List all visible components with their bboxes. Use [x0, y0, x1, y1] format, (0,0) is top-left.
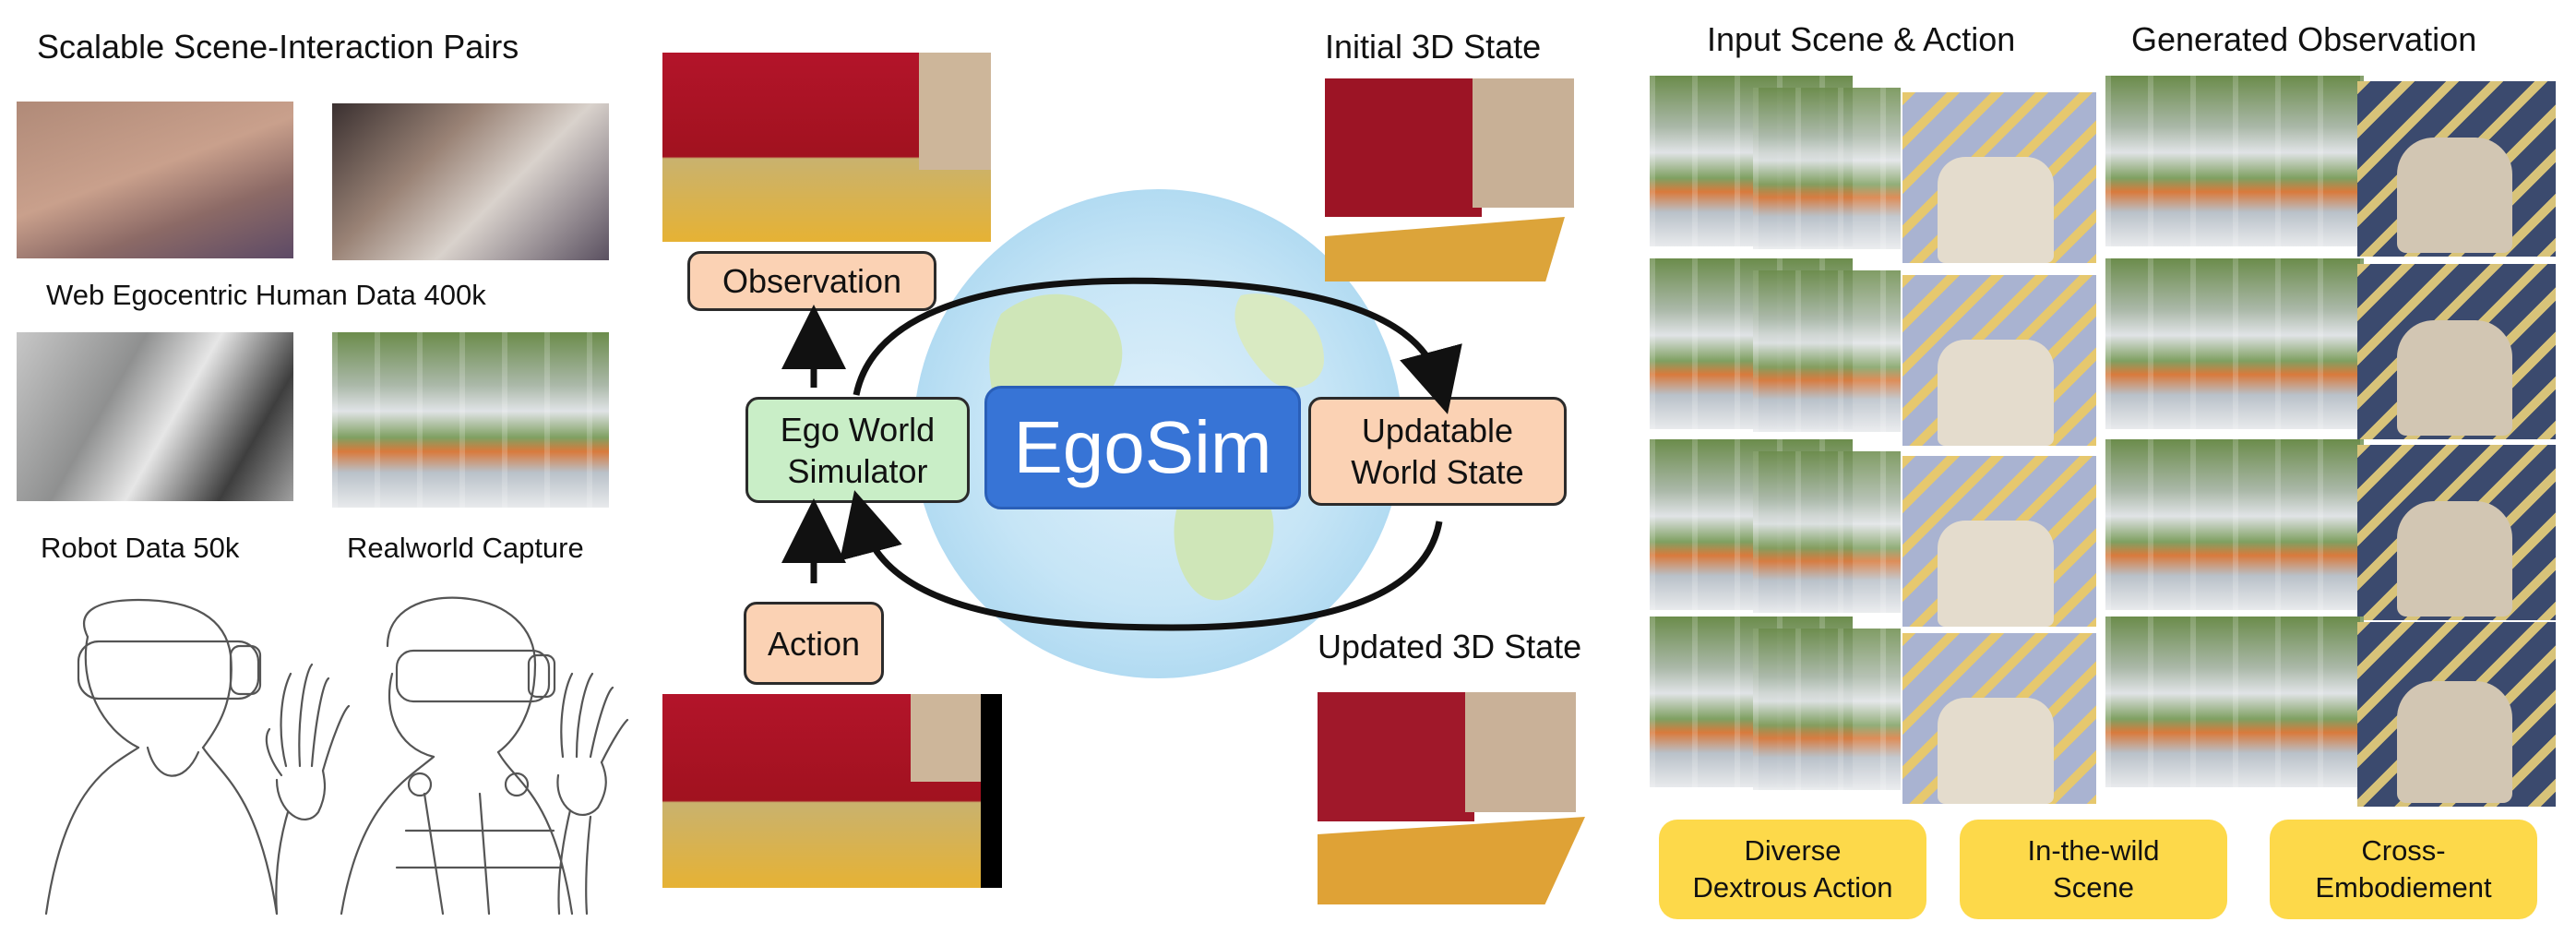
generated-zigzag-frame: [2357, 81, 2556, 257]
generated-market-frame: [2105, 617, 2364, 787]
initial-state-scan: [1325, 78, 1583, 286]
generated-zigzag-frame: [2357, 622, 2556, 807]
updated-state-scan: [1318, 692, 1604, 909]
tag-dextrous-action: Diverse Dextrous Action: [1659, 820, 1926, 919]
updated-state-title: Updated 3D State: [1318, 628, 1582, 665]
top-loop-arrow: [853, 277, 1462, 414]
robot-headset-icon: [340, 596, 629, 916]
generated-market-frame: [2105, 439, 2364, 610]
tag-cross-embodiment: Cross- Embodiement: [2270, 820, 2537, 919]
initial-state-title: Initial 3D State: [1325, 28, 1542, 66]
input-zigzag-frame: [1902, 275, 2096, 446]
generated-zigzag-frame: [2357, 264, 2556, 439]
action-box: Action: [744, 602, 884, 685]
tag-in-the-wild-scene: In-the-wild Scene: [1960, 820, 2227, 919]
observation-box: Observation: [687, 251, 936, 311]
generated-observation-title: Generated Observation: [2131, 20, 2477, 58]
generated-market-frame: [2105, 258, 2364, 429]
input-market-frame-back: [1753, 88, 1901, 249]
generated-market-frame: [2105, 76, 2364, 246]
capture-photo: [332, 332, 609, 508]
input-market-frame-back: [1753, 629, 1901, 790]
input-market-frame-back: [1753, 270, 1901, 432]
ego-photo-1: [17, 102, 293, 258]
updatable-world-state-box: Updatable World State: [1308, 397, 1567, 506]
input-zigzag-frame: [1902, 633, 2096, 804]
robot-data-label: Robot Data 50k: [41, 532, 240, 564]
action-image: [662, 694, 1002, 888]
left-title: Scalable Scene-Interaction Pairs: [37, 28, 519, 66]
input-zigzag-frame: [1902, 456, 2096, 627]
input-zigzag-frame: [1902, 92, 2096, 263]
human-headset-icon: [44, 598, 351, 916]
generated-zigzag-frame: [2357, 445, 2556, 620]
ego-world-simulator-box: Ego World Simulator: [745, 397, 970, 503]
observation-image: [662, 53, 991, 242]
input-scene-action-title: Input Scene & Action: [1707, 20, 2016, 58]
headset-illustration: [44, 596, 629, 916]
ego-photo-2: [332, 103, 609, 260]
capture-label: Realworld Capture: [347, 532, 584, 564]
bottom-loop-arrow: [840, 490, 1443, 631]
egosim-logo: EgoSim: [984, 386, 1301, 509]
robot-photo: [17, 332, 293, 501]
web-data-label: Web Egocentric Human Data 400k: [46, 279, 486, 311]
input-market-frame-back: [1753, 451, 1901, 613]
